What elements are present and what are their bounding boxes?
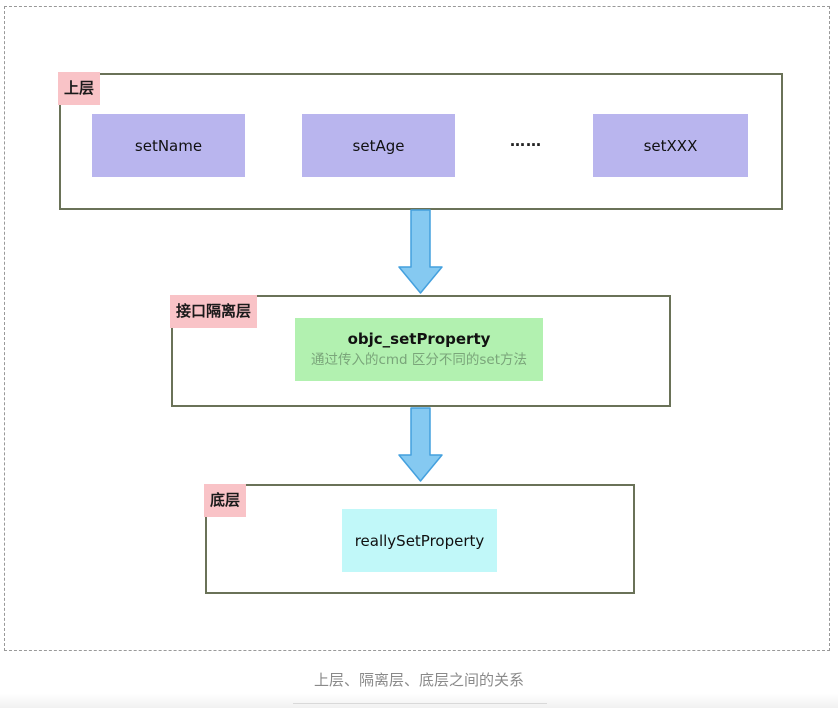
down-arrow-icon [398,407,443,482]
isolation-impl-box: objc_setProperty 通过传入的cmd 区分不同的set方法 [295,318,543,381]
bottom-impl-box: reallySetProperty [342,509,497,572]
method-label: setName [134,136,203,155]
isolation-impl-subtitle: 通过传入的cmd 区分不同的set方法 [310,352,528,368]
method-box-setname: setName [92,114,245,177]
bottom-layer-label: 底层 [204,484,247,517]
isolation-layer-label: 接口隔离层 [170,295,258,328]
method-box-setxxx: setXXX [593,114,748,177]
diagram-dashed-border [4,6,830,651]
bottom-divider-line [293,703,547,704]
upper-layer-label: 上层 [58,72,101,105]
method-label: setXXX [643,136,698,155]
diagram-caption: 上层、隔离层、底层之间的关系 [313,671,524,689]
down-arrow-icon [398,209,443,294]
method-label: setAge [352,136,405,155]
method-box-setage: setAge [302,114,455,177]
bottom-impl-title: reallySetProperty [354,531,485,550]
bottom-gradient-strip [0,694,838,708]
ellipsis-text: …… [510,132,542,150]
isolation-impl-title: objc_setProperty [347,330,491,348]
